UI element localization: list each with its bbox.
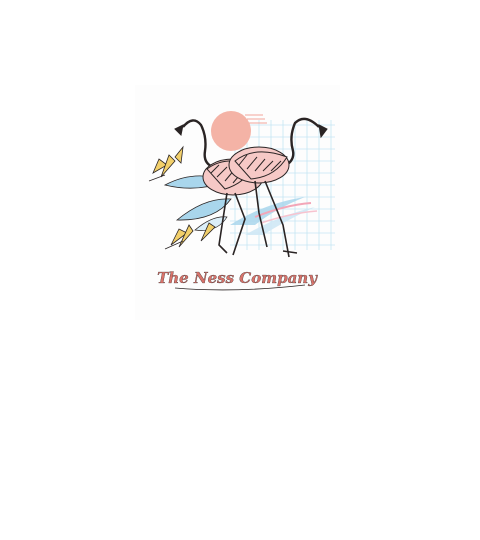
flamingo-right-icon — [228, 117, 328, 258]
bird-of-paradise-flowers-icon — [148, 145, 216, 250]
logo-swash-icon — [174, 284, 306, 291]
sun-icon — [211, 111, 251, 151]
sun-hatch-icon — [245, 114, 267, 124]
flamingo-tshirt-artwork: The Ness Company — [135, 85, 340, 320]
logo-script: The Ness Company — [157, 269, 318, 287]
